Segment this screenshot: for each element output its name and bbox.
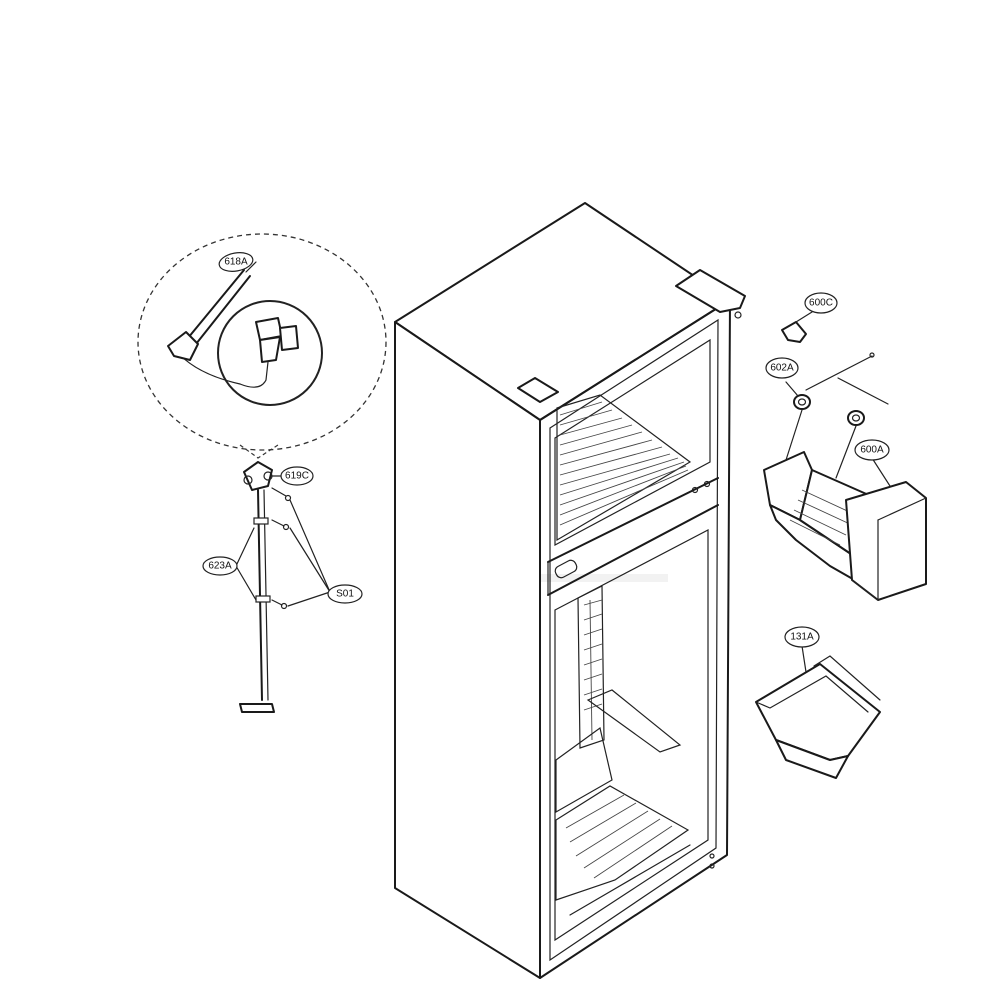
callout-602A: 602A (765, 357, 799, 379)
callout-623A-label: 623A (208, 561, 232, 572)
water-valve-assembly (235, 461, 331, 713)
icemaker-assembly-600A (763, 451, 927, 601)
detail-view-valve (137, 233, 387, 459)
callout-600C-label: 600C (809, 298, 833, 309)
callout-618A-label: 618A (224, 257, 248, 268)
icemaker-fasteners-602A (785, 352, 889, 479)
icemaker-clip-600C (781, 311, 813, 343)
callout-600A: 600A (854, 439, 890, 461)
callout-602A-label: 602A (770, 363, 794, 374)
ice-bin-131A (755, 645, 881, 779)
callout-S01-label: S01 (336, 589, 354, 600)
callout-131A-label: 131A (790, 632, 814, 643)
callout-619C: 619C (280, 466, 314, 486)
callout-600C: 600C (804, 292, 838, 314)
refrigerator-cabinet (394, 202, 746, 979)
callout-131A: 131A (784, 626, 820, 648)
callout-600A-label: 600A (860, 445, 884, 456)
callout-619C-label: 619C (285, 471, 309, 482)
callout-623A: 623A (202, 556, 238, 576)
callout-618A: 618A (218, 252, 254, 272)
callout-S01: S01 (327, 584, 363, 604)
